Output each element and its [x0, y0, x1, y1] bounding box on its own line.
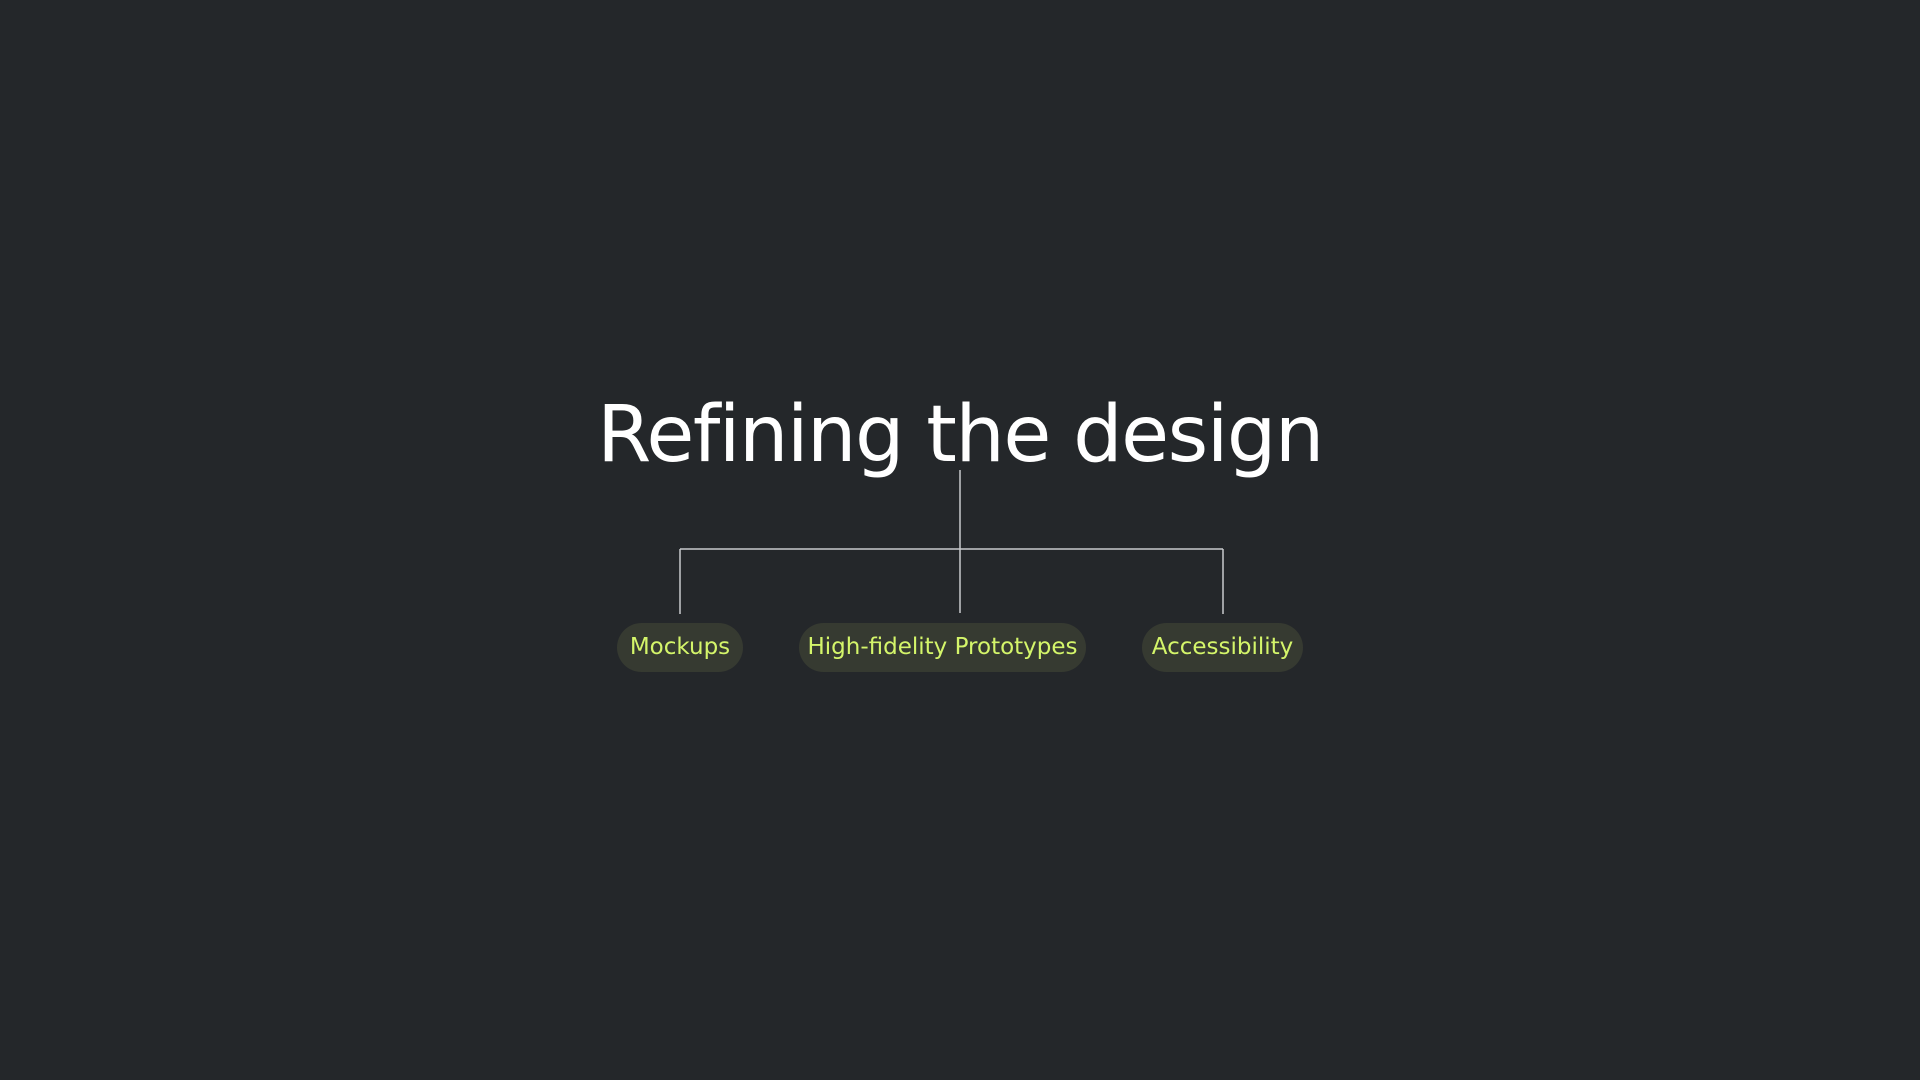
node-accessibility: Accessibility: [1142, 623, 1303, 672]
diagram-title: Refining the design: [597, 390, 1324, 480]
node-high-fidelity-prototypes: High-fidelity Prototypes: [799, 623, 1086, 672]
node-mockups: Mockups: [617, 623, 743, 672]
